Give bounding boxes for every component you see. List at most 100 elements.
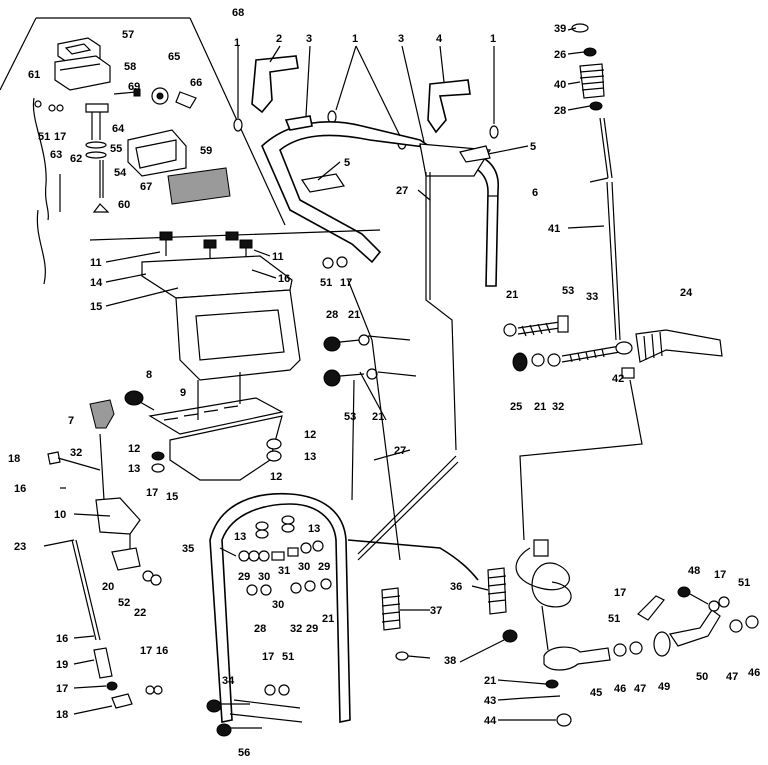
callout-1: 1 xyxy=(352,33,358,45)
callout-13: 13 xyxy=(234,531,246,543)
callout-16: 16 xyxy=(156,645,168,657)
callout-63: 63 xyxy=(50,149,62,161)
callout-2: 2 xyxy=(276,33,282,45)
callout-30: 30 xyxy=(258,571,270,583)
bracket-45 xyxy=(543,646,611,671)
callout-17: 17 xyxy=(140,645,152,657)
callout-29: 29 xyxy=(306,623,318,635)
callout-28: 28 xyxy=(326,309,338,321)
callout-21: 21 xyxy=(348,309,360,321)
shift-lever xyxy=(47,433,163,709)
callout-16: 16 xyxy=(14,483,26,495)
callout-31: 31 xyxy=(278,565,290,577)
mid-rod-hardware xyxy=(322,256,417,561)
callout-61: 61 xyxy=(28,69,40,81)
callout-12: 12 xyxy=(128,443,140,455)
callout-43: 43 xyxy=(484,695,496,707)
callout-21: 21 xyxy=(372,411,384,423)
callout-18: 18 xyxy=(8,453,20,465)
wire-harness xyxy=(32,97,50,221)
callout-13: 13 xyxy=(308,523,320,535)
callout-50: 50 xyxy=(696,671,708,683)
callout-17: 17 xyxy=(714,569,726,581)
callout-30: 30 xyxy=(298,561,310,573)
callout-11: 11 xyxy=(272,251,284,263)
callout-16: 16 xyxy=(278,273,290,285)
callout-32: 32 xyxy=(552,401,564,413)
trunnion-24 xyxy=(635,329,723,363)
callout-17: 17 xyxy=(262,651,274,663)
callout-33: 33 xyxy=(586,291,598,303)
callout-46: 46 xyxy=(748,667,760,679)
callout-30: 30 xyxy=(272,599,284,611)
callout-51: 51 xyxy=(282,651,294,663)
callout-42: 42 xyxy=(612,373,624,385)
callout-38: 38 xyxy=(444,655,456,667)
callout-64: 64 xyxy=(112,123,125,135)
callout-44: 44 xyxy=(484,715,497,727)
turnbuckle-19 xyxy=(93,647,113,679)
callout-34: 34 xyxy=(222,675,235,687)
spring-36 xyxy=(487,567,507,615)
callout-17: 17 xyxy=(54,131,66,143)
callout-56: 56 xyxy=(238,747,250,759)
callout-27: 27 xyxy=(396,185,408,197)
callout-3: 3 xyxy=(306,33,312,45)
callout-21: 21 xyxy=(484,675,496,687)
callout-21: 21 xyxy=(534,401,546,413)
callout-58: 58 xyxy=(124,61,136,73)
callout-53: 53 xyxy=(562,285,574,297)
callout-51: 51 xyxy=(320,277,332,289)
panel-9 xyxy=(148,397,284,435)
upper-handles xyxy=(233,55,499,287)
lower-handle-tube xyxy=(209,492,351,723)
callout-21: 21 xyxy=(506,289,518,301)
callout-26: 26 xyxy=(554,49,566,61)
callout-69: 69 xyxy=(128,81,140,93)
callout-19: 19 xyxy=(56,659,68,671)
callout-4: 4 xyxy=(436,33,443,45)
callout-68: 68 xyxy=(232,7,244,19)
callout-53: 53 xyxy=(344,411,356,423)
callout-65: 65 xyxy=(168,51,180,63)
switch-plate xyxy=(175,91,197,109)
rod-27-lower xyxy=(347,279,401,561)
callout-9: 9 xyxy=(180,387,186,399)
callout-49: 49 xyxy=(658,681,670,693)
callout-labels: 68 57 58 65 66 69 61 51 17 64 62 55 63 5… xyxy=(8,7,760,759)
callout-18: 18 xyxy=(56,709,68,721)
callout-32: 32 xyxy=(70,447,82,459)
callout-10: 10 xyxy=(54,509,66,521)
callout-47: 47 xyxy=(726,671,738,683)
lever-bracket xyxy=(95,497,141,535)
callout-23: 23 xyxy=(14,541,26,553)
callout-1: 1 xyxy=(234,37,240,49)
callout-37: 37 xyxy=(430,605,442,617)
link-50 xyxy=(669,609,721,647)
callout-45: 45 xyxy=(590,687,602,699)
right-grip xyxy=(427,79,471,134)
callout-29: 29 xyxy=(318,561,330,573)
callout-15: 15 xyxy=(166,491,178,503)
callout-60: 60 xyxy=(118,199,130,211)
callout-36: 36 xyxy=(450,581,462,593)
callout-25: 25 xyxy=(510,401,522,413)
callout-1: 1 xyxy=(490,33,496,45)
callout-41: 41 xyxy=(548,223,560,235)
callout-47: 47 xyxy=(634,683,646,695)
rod-42 xyxy=(519,379,643,541)
dash-panel xyxy=(175,289,301,381)
callout-12: 12 xyxy=(270,471,282,483)
callout-28: 28 xyxy=(254,623,266,635)
callout-46: 46 xyxy=(614,683,626,695)
lamp-lens xyxy=(167,167,231,205)
callout-62: 62 xyxy=(70,153,82,165)
callout-66: 66 xyxy=(190,77,202,89)
callout-14: 14 xyxy=(90,277,103,289)
callout-8: 8 xyxy=(146,369,152,381)
callout-67: 67 xyxy=(140,181,152,193)
callout-20: 20 xyxy=(102,581,114,593)
callout-51: 51 xyxy=(38,131,50,143)
control-panel xyxy=(89,229,381,481)
